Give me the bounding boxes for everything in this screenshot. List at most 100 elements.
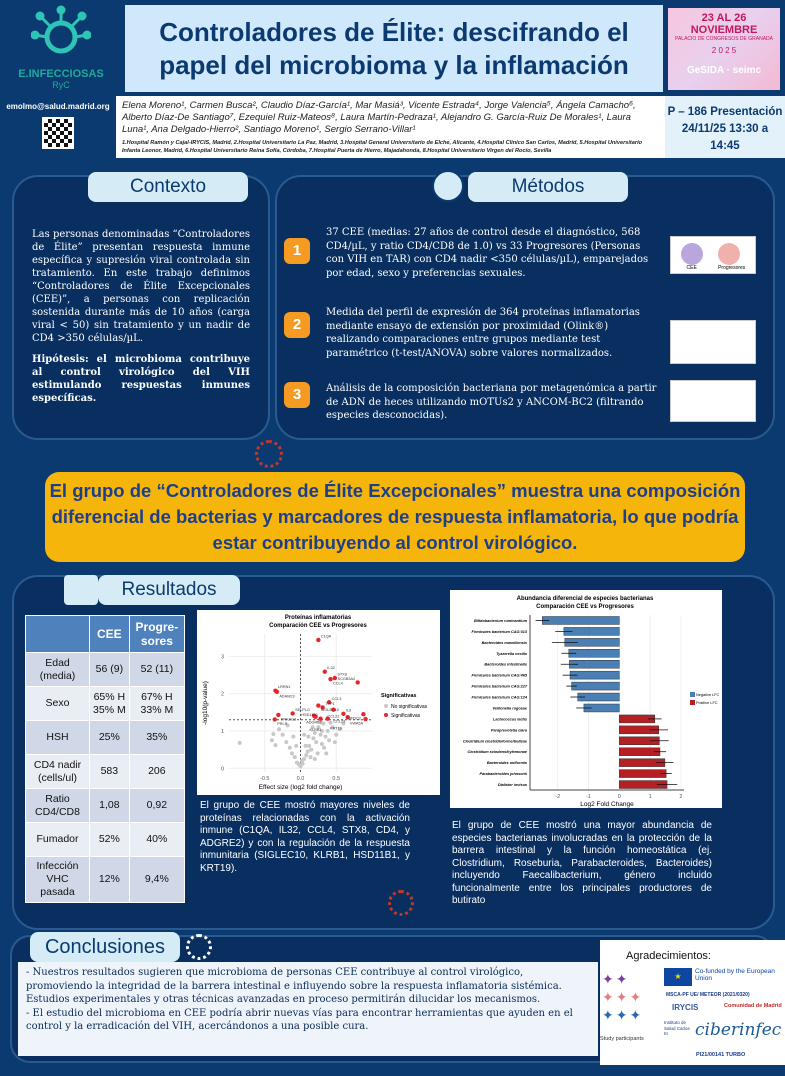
x-tick-label: 0.5 — [332, 776, 340, 782]
affiliations: 1.Hospital Ramón y Cajal-IRYCIS, Madrid,… — [122, 140, 643, 154]
table-cell: 65% H 35% M — [89, 686, 130, 721]
key-message-banner: El grupo de “Controladores de Élite Exce… — [45, 472, 745, 562]
legend-swatch — [690, 700, 695, 705]
qr-code-icon[interactable] — [42, 117, 74, 149]
x-tick-label: -1 — [586, 794, 591, 800]
chart-title: Proteínas inflamatorias — [285, 615, 352, 621]
contexto-panel — [12, 175, 270, 440]
bar — [619, 769, 667, 778]
point-label: SCGB3A2 — [338, 677, 356, 681]
step-text: Medida del perfil de expresión de 364 pr… — [326, 307, 640, 359]
point-label: SELPLG — [295, 708, 310, 712]
table-header: CEE — [89, 615, 130, 653]
point-significant — [345, 714, 350, 720]
methods-gear-icon — [432, 170, 464, 202]
y-tick-label: 2 — [221, 692, 224, 698]
x-tick-label: -2 — [555, 794, 560, 800]
table-cell: 56 (9) — [89, 652, 130, 687]
point-nonsignificant — [319, 742, 324, 747]
point-significant — [331, 707, 336, 712]
presentation-id: P – 186 Presentación — [667, 106, 783, 118]
x-axis-label: Log2 Fold Change — [580, 801, 634, 808]
table-cell: 12% — [89, 856, 130, 903]
table-cell: 52 (11) — [128, 652, 186, 687]
bar — [571, 681, 620, 691]
authors: Elena Moreno¹, Carmen Busca², Claudio Dí… — [116, 96, 665, 158]
point-nonsignificant — [324, 751, 329, 756]
point-significant — [320, 705, 325, 710]
point-significant — [272, 717, 277, 722]
point-nonsignificant — [294, 743, 299, 748]
point-nonsignificant — [289, 751, 294, 756]
legend-title: Significativas — [381, 693, 416, 699]
bar — [542, 616, 620, 625]
y-tick-label: 0 — [221, 766, 224, 772]
congress-dates: 23 AL 26 NOVIEMBRE — [690, 12, 758, 36]
point-significant — [326, 700, 332, 705]
point-significant — [363, 716, 368, 722]
category-label: Veillonella rogosae — [493, 706, 527, 710]
table-cell: 67% H 33% M — [128, 686, 186, 721]
table-cell: Edad (media) — [25, 652, 90, 687]
point-nonsignificant — [319, 728, 324, 733]
presentation-date: 24/11/25 13:30 a — [681, 123, 769, 135]
eu-flag-icon: ★ — [664, 968, 692, 986]
point-nonsignificant — [312, 730, 317, 735]
point-label: VWA5A — [350, 722, 364, 726]
irycis-logo: IRYCIS — [672, 1003, 699, 1012]
metagenomics-thumbnail — [670, 380, 756, 422]
presentation-info: P – 186 Presentación 24/11/25 13:30 a 14… — [665, 96, 785, 158]
point-significant — [355, 680, 360, 685]
grant-id: MSCA-PF UE/ METEOR (2021/0320) — [666, 992, 750, 998]
step-number: 1 — [284, 238, 310, 264]
point-nonsignificant — [328, 720, 333, 725]
category-label: Firmicutes bacterium CAG:465 — [472, 674, 528, 678]
legend-swatch — [690, 692, 695, 697]
table-cell: 25% — [89, 720, 130, 755]
category-label: Firmicutes bacterium CAG:313 — [472, 630, 528, 634]
virus-logo-icon — [30, 5, 92, 54]
point-nonsignificant — [323, 734, 328, 739]
point-nonsignificant — [316, 725, 321, 730]
point-label: PRKAG3 — [281, 717, 296, 721]
volcano-caption: El grupo de CEE mostró mayores niveles d… — [200, 800, 410, 874]
point-nonsignificant — [337, 727, 342, 732]
cohort-label: CEE — [686, 265, 697, 271]
category-label: Dialister invisus — [498, 783, 527, 787]
point-nonsignificant — [304, 753, 309, 758]
point-nonsignificant — [299, 758, 304, 763]
logo-name: E.INFECCIOSAS — [18, 68, 104, 80]
contact-email[interactable]: emolmo@salud.madrid.org — [6, 102, 110, 111]
contexto-heading: Contexto — [88, 172, 248, 202]
title-line-2: papel del microbioma y la inflamación — [159, 49, 629, 80]
point-nonsignificant — [330, 725, 335, 730]
microbiome-icon — [186, 934, 212, 960]
point-significant — [316, 703, 321, 708]
point-label: KLRB1 — [309, 728, 321, 732]
cohort-label: Progresores — [718, 265, 746, 271]
point-nonsignificant — [237, 740, 242, 745]
point-label: IL32 — [327, 666, 334, 670]
point-nonsignificant — [305, 749, 310, 754]
step-number: 3 — [284, 382, 310, 408]
point-label: PRLR — [277, 722, 287, 726]
bar — [569, 670, 620, 680]
point-nonsignificant — [307, 743, 312, 748]
point-label: CCL4 — [333, 682, 343, 686]
table-cell: 52% — [89, 822, 130, 857]
table-cell: Infección VHC pasada — [25, 856, 90, 903]
acknowledgements: Agradecimientos: ✦✦✦✦✦✦✦✦ Study particip… — [600, 940, 785, 1065]
point-label: STX8 — [337, 673, 347, 677]
category-label: Bifidobacterium ruminantium — [474, 619, 528, 623]
table-cell: HSH — [25, 720, 90, 755]
table-cell: 206 — [128, 754, 186, 789]
point-significant — [316, 637, 321, 643]
point-nonsignificant — [285, 723, 290, 728]
table-cell: 9,4% — [128, 856, 186, 903]
ack-title: Agradecimientos: — [626, 950, 711, 962]
point-significant — [361, 711, 366, 717]
